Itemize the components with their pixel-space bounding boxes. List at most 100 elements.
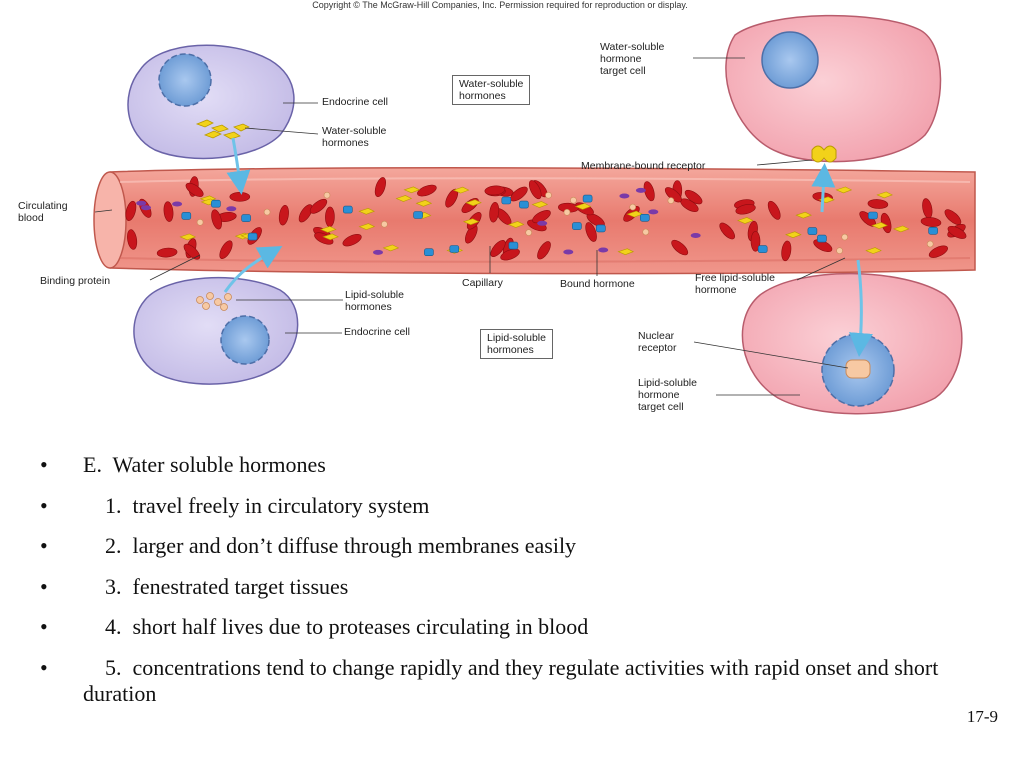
red-blood-cell [185, 182, 204, 197]
red-blood-cell [342, 234, 362, 247]
red-blood-cell [156, 247, 178, 258]
binding-protein [247, 232, 258, 241]
water-soluble-hormone [531, 201, 549, 208]
label-endocrine-cell-bottom: Endocrine cell [344, 326, 410, 338]
water-soluble-hormone [452, 186, 470, 194]
hormone-transport-diagram: Copyright © The McGraw-Hill Companies, I… [18, 0, 976, 415]
red-blood-cell [183, 243, 201, 260]
box-water-soluble-hormones: Water-soluble hormones [452, 75, 531, 105]
bullet-item: • 1. travel freely in circulatory system [40, 493, 1008, 519]
bullet-marker: • [40, 573, 48, 599]
red-blood-cell [585, 222, 597, 242]
red-blood-cell [532, 210, 551, 224]
bullet-item: • 5. concentrations tend to change rapid… [40, 655, 1008, 707]
endocrine-cell-top [127, 44, 295, 160]
platelet [598, 247, 609, 253]
lipid-soluble-hormone-cluster [196, 292, 232, 311]
red-blood-cell [920, 217, 942, 227]
bullet-marker: • [40, 533, 48, 558]
binding-protein [508, 241, 519, 250]
red-blood-cell [500, 248, 520, 261]
binding-protein [807, 227, 818, 235]
platelet [136, 200, 147, 206]
lipid-soluble-hormone [629, 203, 637, 211]
water-soluble-hormone [358, 207, 375, 215]
water-soluble-hormone [617, 248, 635, 256]
blood-contents [125, 176, 967, 262]
platelet [619, 193, 630, 199]
red-blood-cell [211, 209, 222, 230]
water-soluble-target-cell [725, 14, 942, 163]
lipid-soluble-hormone [841, 233, 849, 241]
bullet-marker: • [40, 492, 48, 518]
red-blood-cell [767, 200, 781, 220]
binding-protein [181, 212, 192, 220]
water-soluble-hormone [179, 233, 197, 241]
lipid-soluble-hormone [545, 191, 552, 199]
red-blood-cell [928, 245, 948, 258]
copyright-notice: Copyright © The McGraw-Hill Companies, I… [312, 0, 688, 10]
binding-protein [582, 194, 593, 203]
bullet-marker: • [40, 614, 48, 639]
bullet-text: 1. travel freely in circulatory system [83, 492, 430, 518]
bullet-text: 5. concentrations tend to change rapidly… [83, 654, 944, 706]
transport-arrows [223, 137, 873, 357]
label-water-soluble-target-cell: Water-soluble hormone target cell [600, 41, 665, 77]
platelet [141, 205, 151, 211]
red-blood-cell [867, 199, 889, 209]
water-soluble-hormone [507, 221, 525, 228]
binding-protein [595, 224, 606, 233]
red-blood-cell [528, 180, 542, 200]
lipid-soluble-hormone [263, 208, 271, 216]
bullet-marker: • [40, 452, 48, 477]
label-lipid-soluble-target-cell: Lipid-soluble hormone target cell [638, 377, 697, 413]
red-blood-cell [489, 201, 500, 223]
water-soluble-hormone [319, 226, 337, 233]
bullet-text: 2. larger and don’t diffuse through memb… [83, 533, 577, 558]
red-blood-cell [947, 225, 967, 239]
binding-protein [572, 222, 582, 230]
red-blood-cell [944, 209, 962, 225]
diagram-svg [93, 14, 976, 415]
water-soluble-hormone [403, 186, 421, 194]
bullet-text: E. Water soluble hormones [83, 452, 326, 477]
red-blood-cell [163, 201, 174, 222]
red-blood-cell [229, 192, 251, 202]
bullet-text: 4. short half lives due to proteases cir… [83, 614, 589, 639]
binding-protein [757, 245, 768, 253]
label-bound-hormone: Bound hormone [560, 278, 635, 290]
water-soluble-hormone [395, 195, 413, 202]
water-soluble-hormone [835, 186, 853, 194]
water-soluble-hormone [892, 225, 910, 233]
water-soluble-hormone [785, 231, 802, 239]
red-blood-cell [309, 198, 328, 214]
label-circulating-blood: Circulating blood [18, 200, 68, 224]
box-lipid-soluble-hormones: Lipid-soluble hormones [480, 329, 553, 359]
red-blood-cell [671, 239, 689, 256]
red-blood-cell [417, 184, 437, 197]
binding-protein [868, 211, 878, 220]
bullet-item: • 4. short half lives due to proteases c… [40, 614, 1008, 640]
lipid-soluble-hormone [525, 229, 533, 236]
membrane-bound-receptor-icon [811, 145, 837, 163]
red-blood-cell [684, 189, 703, 205]
binding-protein [424, 248, 434, 256]
label-free-lipid-soluble-hormone: Free lipid-soluble hormone [695, 272, 775, 296]
water-soluble-hormone [415, 199, 433, 207]
binding-protein [928, 227, 938, 235]
label-water-soluble-hormones: Water-soluble hormones [322, 125, 387, 149]
red-blood-cell [643, 181, 655, 202]
lipid-soluble-hormone [926, 240, 934, 248]
red-blood-cell [127, 229, 138, 250]
water-soluble-hormone [737, 217, 754, 224]
lipid-soluble-hormone [563, 209, 571, 216]
red-blood-cell [750, 231, 761, 252]
endocrine-cell-bottom [133, 276, 299, 385]
platelet [537, 220, 548, 226]
water-soluble-hormone [795, 211, 812, 219]
water-soluble-hormone [358, 223, 376, 230]
water-soluble-hormone [462, 218, 480, 226]
red-blood-cell [298, 204, 313, 223]
platelet [635, 187, 646, 193]
binding-protein [241, 214, 251, 222]
